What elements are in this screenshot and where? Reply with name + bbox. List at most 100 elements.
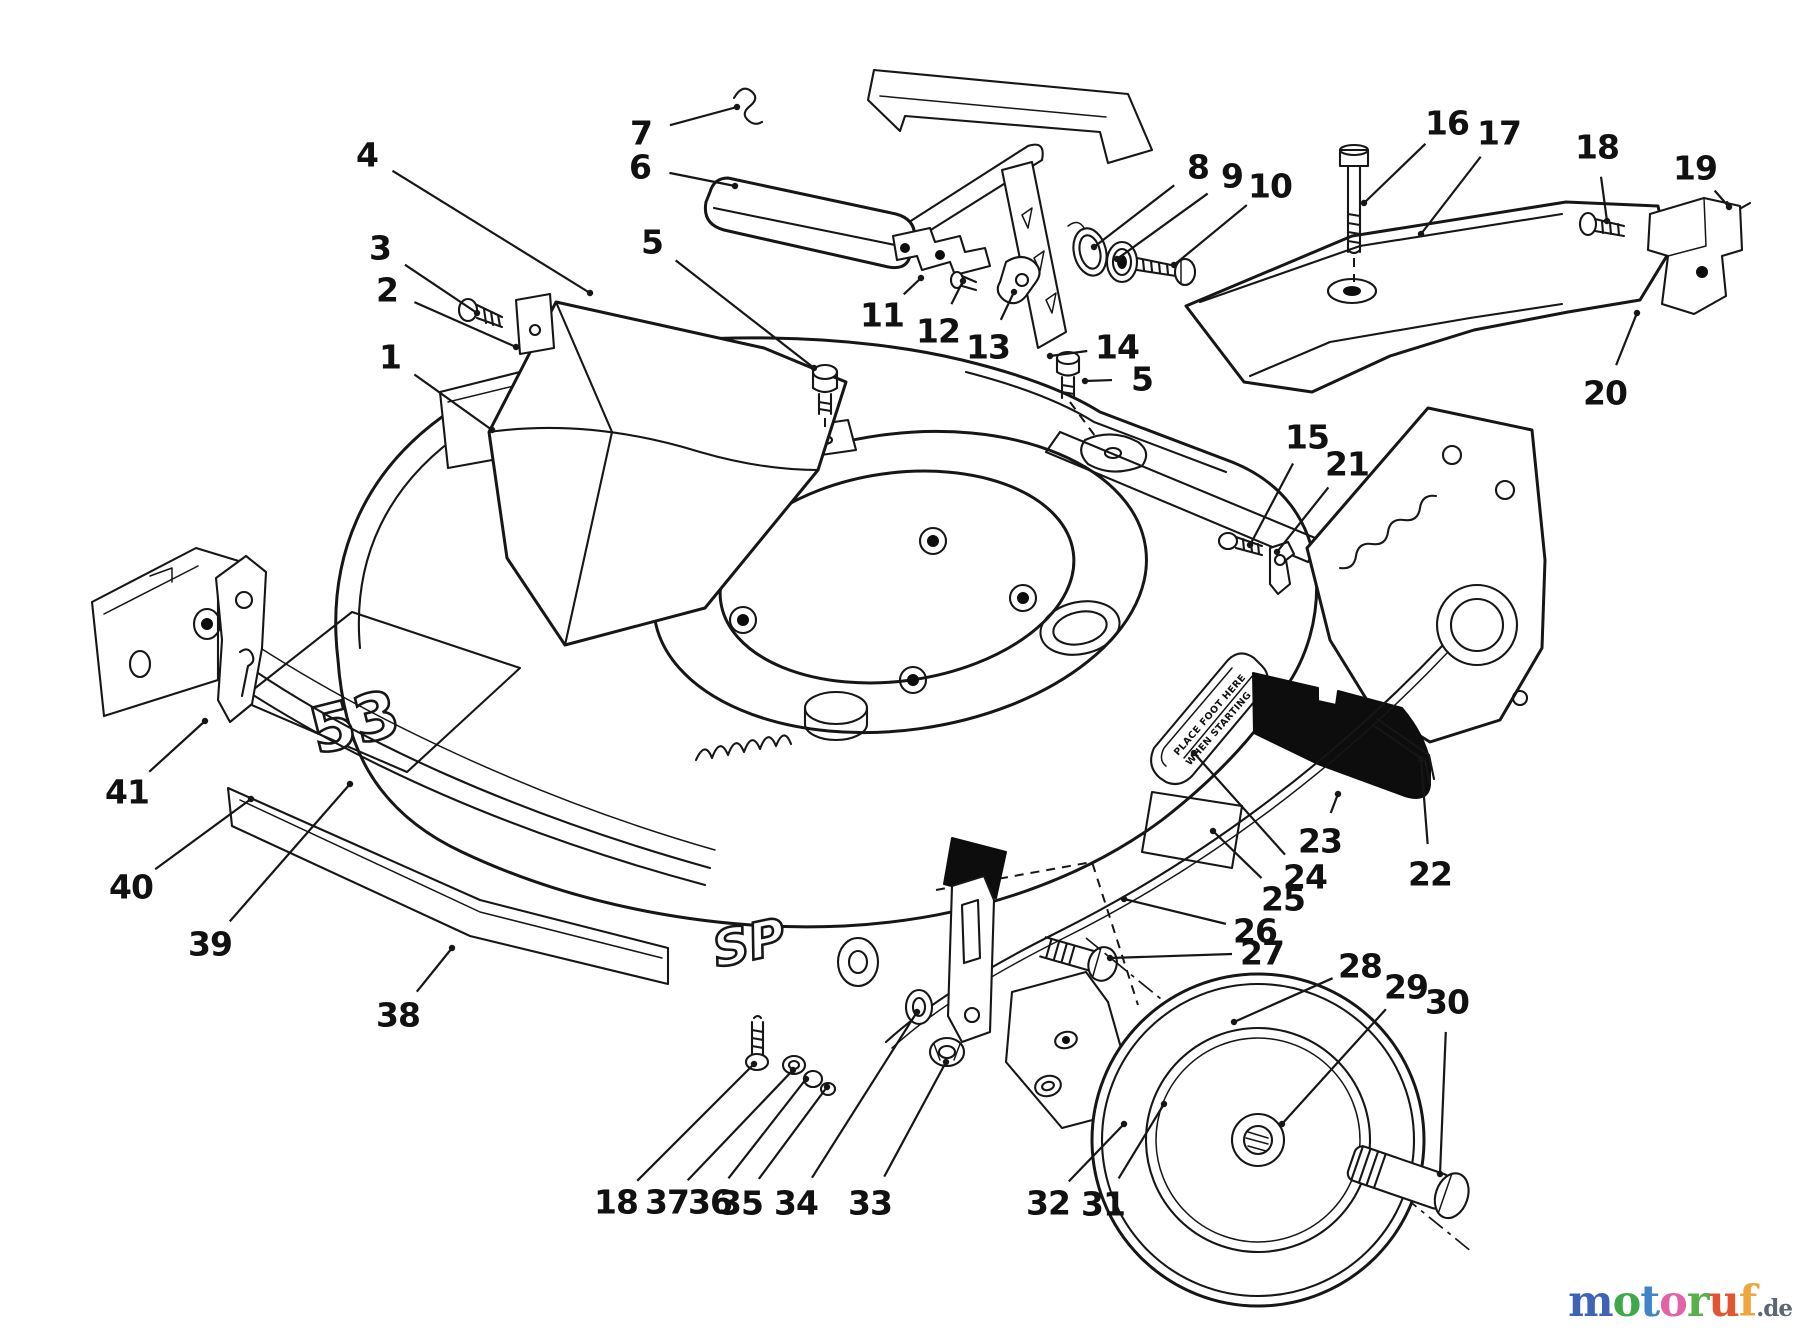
bracket-20	[1646, 196, 1744, 316]
leader-line-c18a	[1599, 176, 1609, 222]
callout-c18a: 18	[1575, 128, 1619, 167]
leader-line-c17	[1420, 156, 1482, 235]
strap-keyhole	[238, 648, 255, 698]
tire-outer	[1090, 972, 1426, 1308]
bolt-5-left	[811, 363, 839, 434]
nut-37	[781, 1054, 807, 1076]
cover-mount-ear	[1080, 433, 1148, 473]
latch-13	[996, 255, 1041, 305]
leader-line-c13	[999, 291, 1015, 321]
leader-line-c31	[1117, 1103, 1165, 1179]
washer-8-inner	[1078, 234, 1102, 270]
c-clip	[1067, 221, 1085, 229]
callout-c23: 23	[1298, 822, 1342, 861]
leader-line-c38	[415, 947, 453, 993]
callout-c8: 8	[1187, 148, 1209, 187]
hub-bore-29	[1242, 1124, 1274, 1156]
latch-21-hole	[1273, 553, 1287, 567]
tire-shoulder	[1100, 982, 1416, 1298]
leader-line-c16	[1363, 143, 1427, 204]
callout-c31: 31	[1081, 1185, 1125, 1224]
deck-sp-logo: SP	[708, 907, 791, 979]
callout-c13: 13	[966, 328, 1010, 367]
leader-line-c36	[727, 1078, 807, 1180]
motoruf-logo-suffix: .de	[1756, 1295, 1793, 1322]
leader-line-c21	[1276, 486, 1330, 553]
handle-pad-6	[703, 176, 917, 270]
rear-boss-outer	[1039, 600, 1121, 656]
leader-dot-c39	[346, 780, 354, 788]
callout-c11: 11	[860, 296, 904, 335]
leader-line-c5b	[1084, 378, 1113, 383]
callout-c2: 2	[376, 271, 398, 310]
callout-c28: 28	[1338, 947, 1382, 986]
leader-dot-c38	[448, 944, 456, 952]
side-frame-plate	[1044, 406, 1547, 744]
callout-c19: 19	[1673, 149, 1717, 188]
skirt-band-1	[216, 670, 707, 887]
leader-line-c7	[669, 105, 738, 127]
deck-oval-hole	[803, 690, 869, 726]
motoruf-logo-letters: motoruf	[1568, 1277, 1757, 1327]
leader-dot-c22	[1417, 755, 1425, 763]
frame-hole-b	[1494, 479, 1516, 501]
callout-c33: 33	[848, 1184, 892, 1223]
leader-line-c2	[413, 301, 517, 349]
leader-line-c6	[669, 171, 736, 188]
deck-rear-rim	[964, 370, 1228, 474]
leader-dot-c2	[512, 343, 520, 351]
deck-size-53: 53	[303, 677, 407, 770]
skirt-band-3	[247, 639, 716, 851]
callout-c24: 24	[1283, 858, 1327, 897]
frame-hole-c	[1511, 689, 1529, 707]
lever-slot	[960, 898, 982, 965]
leader-dot-c4	[586, 289, 594, 297]
leader-dot-c14	[1046, 352, 1054, 360]
leader-dot-c17	[1417, 230, 1425, 238]
side-panel-25	[1140, 790, 1244, 870]
screw-3-threads	[475, 303, 504, 329]
handle-assembly	[703, 68, 1154, 350]
callout-c38: 38	[376, 996, 420, 1035]
leader-dot-c29	[1278, 1120, 1286, 1128]
decal-border	[1160, 667, 1255, 767]
channel-bracket-lines	[103, 565, 199, 615]
cam-hole-a	[1054, 1030, 1078, 1050]
trim-strip-body	[226, 786, 670, 986]
callout-c17: 17	[1477, 114, 1521, 153]
leader-line-c3	[404, 263, 478, 314]
callout-c5b: 5	[1131, 360, 1153, 399]
logo-letter: t	[1640, 1277, 1660, 1327]
callout-c18b: 18	[594, 1183, 638, 1222]
callout-c12: 12	[916, 312, 960, 351]
bolt-16	[1338, 143, 1370, 282]
leader-line-c5a	[675, 259, 815, 369]
support-strap	[214, 554, 268, 724]
leader-dot-c16	[1360, 199, 1368, 207]
leader-line-c37	[686, 1069, 794, 1182]
cup-9-mid	[1111, 247, 1133, 277]
wheel-face-outer	[1144, 1026, 1372, 1254]
leader-line-c10	[1173, 204, 1248, 266]
hub-threads	[1245, 1131, 1269, 1152]
bolt-5-right	[1055, 350, 1099, 441]
wheel-assembly	[1085, 937, 1473, 1308]
callout-c20: 20	[1583, 374, 1627, 413]
callout-c25: 25	[1261, 880, 1305, 919]
callout-c39: 39	[188, 925, 232, 964]
callout-c30: 30	[1425, 983, 1469, 1022]
leader-dot-c5a	[810, 364, 818, 372]
callout-c40: 40	[109, 868, 153, 907]
bracket-hole	[128, 649, 152, 679]
leader-dot-c35	[823, 1083, 831, 1091]
leader-dot-c40	[247, 795, 255, 803]
handle-upper-bracket-line	[879, 95, 1107, 118]
nut-33	[928, 1036, 966, 1068]
bracket-20-hole	[1696, 266, 1708, 278]
leader-dot-c34	[913, 1008, 921, 1016]
callout-c37: 37	[645, 1183, 689, 1222]
ear-hole	[1103, 446, 1123, 460]
leader-dot-c21	[1273, 548, 1281, 556]
